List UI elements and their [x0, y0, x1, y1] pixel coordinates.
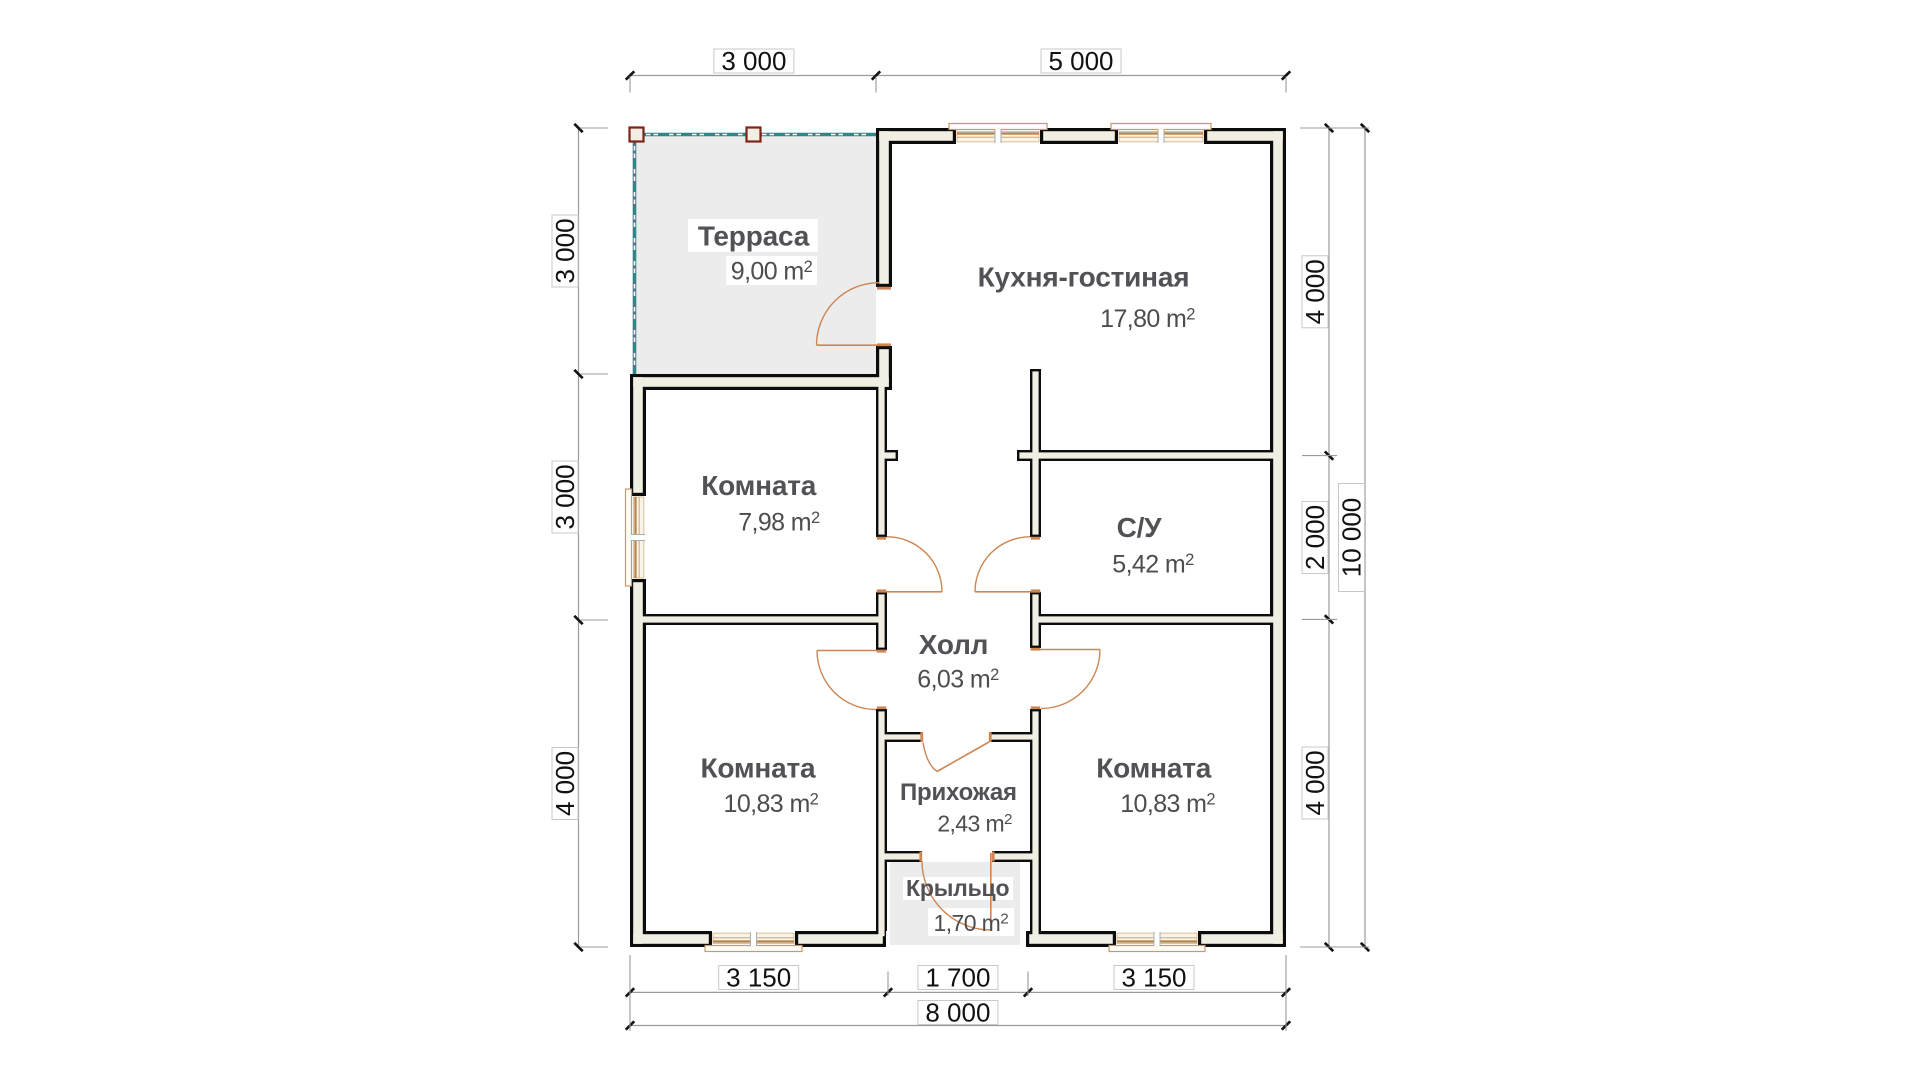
svg-text:7,98 m2: 7,98 m2: [738, 508, 820, 536]
svg-text:3 000: 3 000: [721, 46, 786, 76]
svg-text:Прихожая: Прихожая: [900, 779, 1017, 806]
svg-text:Терраса: Терраса: [698, 221, 810, 252]
svg-text:8 000: 8 000: [925, 998, 990, 1028]
svg-text:10,83 m2: 10,83 m2: [1120, 790, 1215, 818]
svg-text:3 150: 3 150: [726, 963, 791, 993]
svg-text:Холл: Холл: [919, 629, 989, 660]
svg-text:С/У: С/У: [1117, 512, 1163, 543]
svg-text:6,03 m2: 6,03 m2: [917, 666, 999, 694]
svg-text:Комната: Комната: [701, 470, 817, 501]
svg-text:2 000: 2 000: [1300, 505, 1330, 570]
svg-text:3 000: 3 000: [550, 464, 580, 529]
svg-text:9,00 m2: 9,00 m2: [731, 258, 813, 286]
svg-text:3 000: 3 000: [550, 218, 580, 283]
svg-text:17,80 m2: 17,80 m2: [1100, 305, 1195, 333]
svg-text:1 700: 1 700: [925, 963, 990, 993]
svg-text:Комната: Комната: [700, 752, 816, 783]
svg-text:10,83 m2: 10,83 m2: [724, 790, 819, 818]
svg-text:5,42 m2: 5,42 m2: [1112, 551, 1194, 579]
svg-text:3 150: 3 150: [1121, 963, 1186, 993]
svg-text:Комната: Комната: [1096, 752, 1212, 783]
svg-text:1,70 m2: 1,70 m2: [934, 910, 1009, 936]
svg-text:10 000: 10 000: [1337, 498, 1367, 578]
svg-text:4 000: 4 000: [1300, 750, 1330, 815]
svg-text:Крыльцо: Крыльцо: [906, 875, 1009, 901]
svg-text:5 000: 5 000: [1048, 46, 1113, 76]
svg-text:4 000: 4 000: [1300, 259, 1330, 324]
svg-text:Кухня-гостиная: Кухня-гостиная: [978, 262, 1190, 293]
svg-text:4 000: 4 000: [550, 751, 580, 816]
svg-text:2,43 m2: 2,43 m2: [937, 811, 1012, 837]
